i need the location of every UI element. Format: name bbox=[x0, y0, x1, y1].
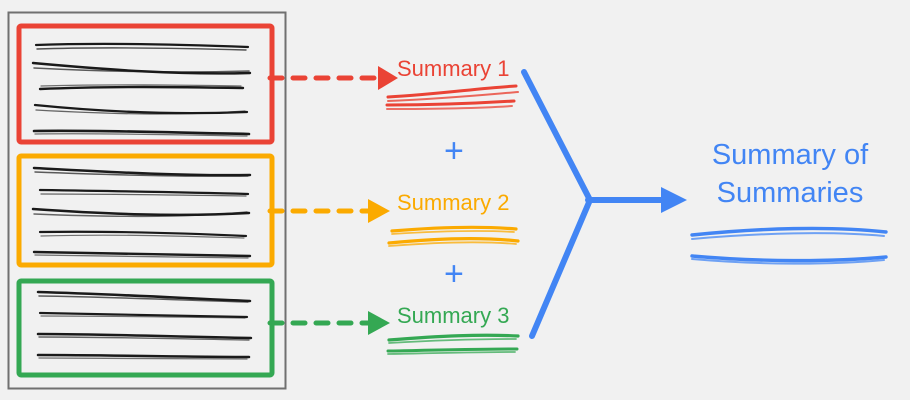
result-squiggles bbox=[690, 226, 888, 265]
plus-operator-2: + bbox=[444, 255, 464, 293]
chunk-1-box[interactable] bbox=[16, 23, 275, 145]
dashed-arrow-2 bbox=[267, 199, 390, 223]
summary-1-label: Summary 1 bbox=[397, 56, 510, 81]
chunk-1-text-lines bbox=[31, 42, 252, 137]
summary-of-summaries-label: Summary of Summaries bbox=[690, 136, 890, 212]
summary-1-squiggles bbox=[385, 84, 519, 110]
summary-2-label: Summary 2 bbox=[397, 190, 510, 215]
result-label-line-1: Summary of bbox=[711, 139, 869, 171]
summary-3-label: Summary 3 bbox=[397, 303, 510, 328]
chunk-3-box[interactable] bbox=[16, 278, 275, 378]
chunk-1-group[interactable] bbox=[16, 23, 275, 145]
source-document-container bbox=[7, 11, 287, 390]
result-label-line-2: Summaries bbox=[716, 177, 864, 209]
chunk-3-group[interactable] bbox=[16, 278, 275, 378]
merge-branch-top bbox=[521, 69, 593, 203]
dashed-arrow-3 bbox=[267, 311, 390, 335]
arrowhead-red-icon bbox=[378, 66, 398, 90]
arrowhead-green-icon bbox=[368, 311, 390, 335]
arrowhead-orange-icon bbox=[368, 199, 390, 223]
merge-connector bbox=[521, 69, 687, 339]
merge-branch-bottom bbox=[529, 197, 593, 339]
summary-3-squiggles bbox=[386, 333, 520, 355]
chunk-3-text-lines bbox=[36, 290, 253, 360]
arrowhead-blue-icon bbox=[661, 187, 687, 213]
dashed-arrow-1 bbox=[267, 66, 398, 90]
plus-operator-1: + bbox=[444, 132, 464, 170]
summary-2-squiggles bbox=[387, 225, 520, 247]
chunk-2-text-lines bbox=[31, 166, 252, 259]
